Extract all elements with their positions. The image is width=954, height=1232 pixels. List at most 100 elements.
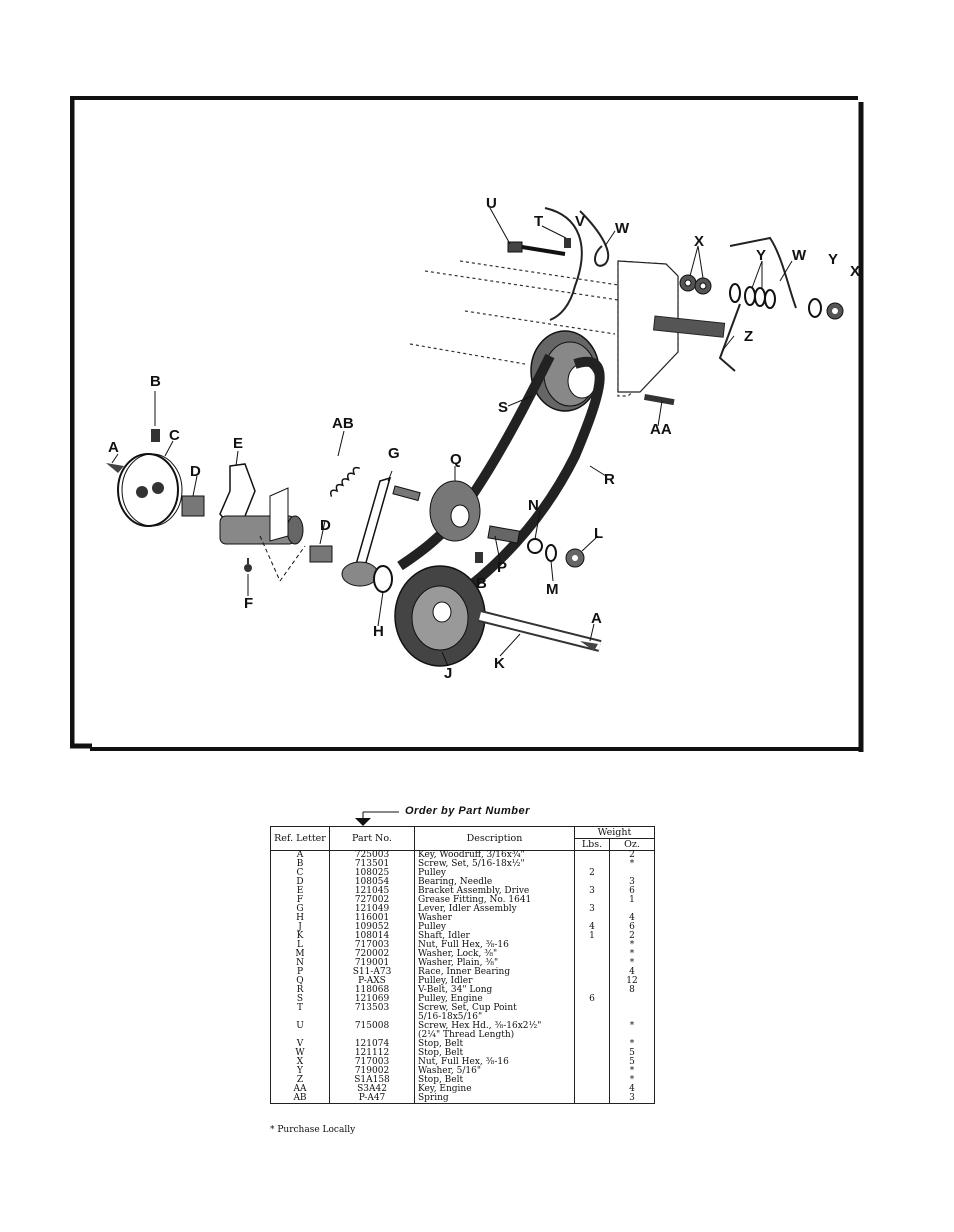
label-Z: Z bbox=[744, 328, 753, 345]
label-Q: Q bbox=[450, 451, 462, 468]
lbs-cell bbox=[574, 968, 610, 977]
oz-cell: 3 bbox=[609, 878, 655, 887]
oz-cell: * bbox=[609, 1040, 655, 1049]
oz-cell: 4 bbox=[609, 1085, 655, 1094]
oz-cell: * bbox=[609, 950, 655, 959]
label-G: G bbox=[388, 445, 400, 462]
label-D-right: D bbox=[320, 517, 331, 534]
label-X-left: X bbox=[694, 233, 704, 250]
oz-cell: * bbox=[609, 941, 655, 950]
label-AA: AA bbox=[650, 421, 672, 438]
oz-cell bbox=[609, 905, 655, 914]
lbs-cell bbox=[574, 941, 610, 950]
footnote: * Purchase Locally bbox=[270, 1125, 356, 1135]
lbs-cell bbox=[574, 950, 610, 959]
lbs-cell bbox=[574, 1067, 610, 1076]
oz-cell: 12 bbox=[609, 977, 655, 986]
lbs-cell bbox=[574, 1040, 610, 1049]
oz-cell: * bbox=[609, 1067, 655, 1076]
oz-cell: 6 bbox=[609, 887, 655, 896]
label-T: T bbox=[534, 213, 543, 230]
label-Y-left: Y bbox=[756, 247, 766, 264]
label-P: P bbox=[497, 559, 507, 576]
label-J: J bbox=[444, 665, 452, 682]
label-R: R bbox=[604, 471, 615, 488]
label-D-left: D bbox=[190, 463, 201, 480]
lbs-cell bbox=[574, 959, 610, 968]
lbs-cell bbox=[574, 850, 610, 860]
oz-cell: 4 bbox=[609, 914, 655, 923]
oz-cell bbox=[609, 1004, 655, 1013]
table-row: 5/16-18x5/16" bbox=[270, 1013, 655, 1022]
oz-cell: 6 bbox=[609, 923, 655, 932]
lbs-cell bbox=[574, 1022, 610, 1031]
label-B-right: B bbox=[476, 575, 487, 592]
label-A-right: A bbox=[591, 610, 602, 627]
lbs-cell bbox=[574, 1085, 610, 1094]
label-N: N bbox=[528, 497, 539, 514]
lbs-cell bbox=[574, 1094, 610, 1104]
lbs-cell bbox=[574, 1058, 610, 1067]
header-lbs: Lbs. bbox=[574, 838, 610, 851]
exploded-parts-diagram: U T V W X Y W Y X Z AA S R B C A D E AB … bbox=[70, 96, 864, 752]
oz-cell: * bbox=[609, 1022, 655, 1031]
oz-cell: 5 bbox=[609, 1049, 655, 1058]
label-M: M bbox=[546, 581, 559, 598]
oz-cell: 8 bbox=[609, 986, 655, 995]
label-L: L bbox=[594, 525, 603, 542]
label-H: H bbox=[373, 623, 384, 640]
lbs-cell: 3 bbox=[574, 905, 610, 914]
part-number-cell: 713503 bbox=[329, 1004, 415, 1013]
oz-cell bbox=[609, 869, 655, 878]
oz-cell: 1 bbox=[609, 896, 655, 905]
label-A-left: A bbox=[108, 439, 119, 456]
oz-cell bbox=[609, 1031, 655, 1040]
label-E: E bbox=[233, 435, 243, 452]
oz-cell: * bbox=[609, 1076, 655, 1085]
order-by-part-number: Order by Part Number bbox=[405, 805, 530, 817]
header-part-no: Part No. bbox=[329, 826, 415, 851]
parts-table: Ref. Letter Part No. Description Weight … bbox=[270, 826, 655, 1104]
label-AB: AB bbox=[332, 415, 354, 432]
header-weight: Weight bbox=[574, 826, 655, 839]
label-Y-right: Y bbox=[828, 251, 838, 268]
lbs-cell bbox=[574, 1076, 610, 1085]
lbs-cell bbox=[574, 977, 610, 986]
description-cell: Spring bbox=[414, 1094, 575, 1104]
header-description: Description bbox=[414, 826, 575, 851]
lbs-cell: 1 bbox=[574, 932, 610, 941]
label-W-left: W bbox=[615, 220, 630, 237]
label-S: S bbox=[498, 399, 508, 416]
header-ref-letter: Ref. Letter bbox=[270, 826, 330, 851]
part-number-cell: 715008 bbox=[329, 1022, 415, 1031]
lbs-cell: 2 bbox=[574, 869, 610, 878]
lbs-cell: 3 bbox=[574, 887, 610, 896]
oz-cell: * bbox=[609, 959, 655, 968]
oz-cell bbox=[609, 1013, 655, 1022]
label-W-right: W bbox=[792, 247, 807, 264]
parts-diagram-frame: U T V W X Y W Y X Z AA S R B C A D E AB … bbox=[70, 96, 864, 752]
oz-cell: 3 bbox=[609, 1094, 655, 1104]
oz-cell: * bbox=[609, 860, 655, 869]
label-X-right: X bbox=[850, 263, 860, 280]
lbs-cell bbox=[574, 1049, 610, 1058]
oz-cell: 2 bbox=[609, 932, 655, 941]
ref-letter-cell: AB bbox=[270, 1094, 330, 1104]
oz-cell bbox=[609, 995, 655, 1004]
label-C: C bbox=[169, 427, 180, 444]
